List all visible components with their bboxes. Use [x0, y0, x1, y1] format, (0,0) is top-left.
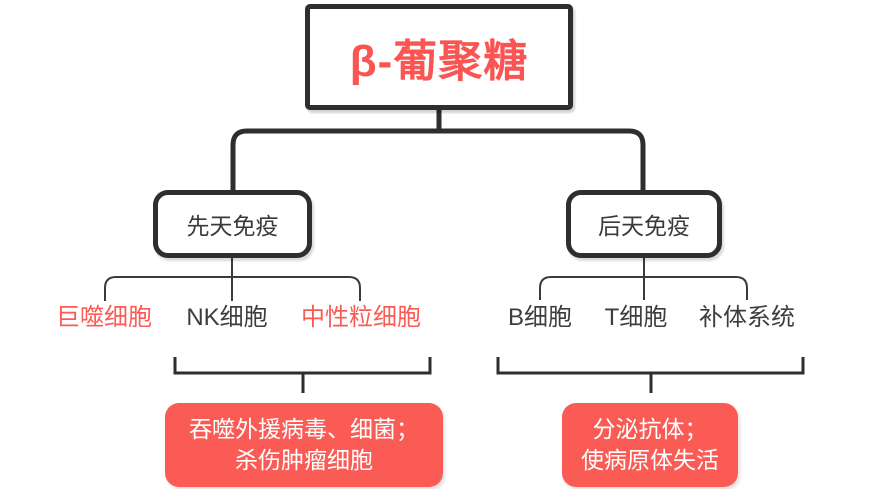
adaptive-function-line2: 使病原体失活: [581, 447, 719, 473]
cell-label-macrophage: 巨噬细胞: [56, 304, 152, 331]
cell-label-b-cell: B细胞: [507, 304, 573, 331]
cell-label-neutrophil: 中性粒细胞: [301, 304, 421, 331]
root-node-beta-glucan: β-葡聚糖: [305, 4, 573, 110]
cell-label-complement-system: 补体系统: [699, 304, 795, 331]
innate-function-box: 吞噬外援病毒、细菌； 杀伤肿瘤细胞: [165, 403, 443, 487]
innate-function-line1: 吞噬外援病毒、细菌；: [189, 416, 419, 442]
adaptive-group-bracket: [496, 357, 805, 375]
node-adaptive-immunity: 后天免疫: [566, 190, 722, 258]
adaptive-function-line1: 分泌抗体；: [592, 416, 708, 442]
adaptive-node-label: 后天免疫: [598, 213, 690, 239]
innate-node-label: 先天免疫: [186, 213, 279, 239]
adaptive-function-box: 分泌抗体； 使病原体失活: [562, 403, 738, 487]
innate-cells-bracket-line: [104, 276, 361, 301]
adaptive-cells-bracket-line: [539, 276, 748, 300]
root-branch-line: [230, 128, 646, 191]
innate-function-line2: 杀伤肿瘤细胞: [235, 447, 373, 473]
cell-label-t-cell: T细胞: [604, 304, 668, 331]
innate-group-bracket: [173, 357, 432, 375]
cell-label-nk-cell: NK细胞: [186, 304, 268, 331]
node-innate-immunity: 先天免疫: [153, 190, 312, 258]
root-node-label: β-葡聚糖: [349, 37, 529, 86]
